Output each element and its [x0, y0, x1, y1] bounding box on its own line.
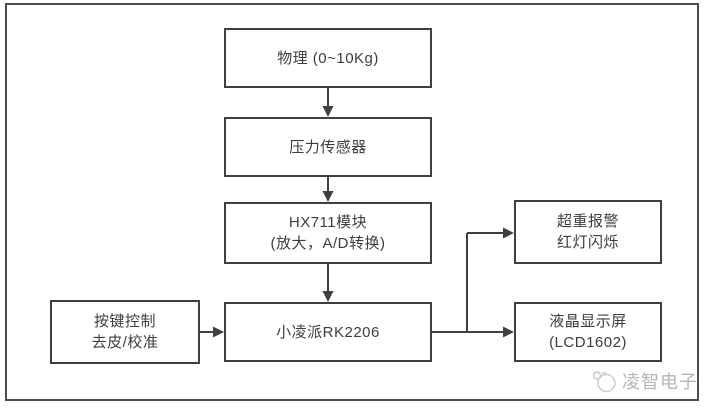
box-overweight-alarm-label-line2: 红灯闪烁 [556, 234, 619, 251]
box-lcd-display: 液晶显示屏 (LCD1602) [514, 302, 662, 362]
box-rk2206-board-label: 小凌派RK2206 [276, 323, 380, 341]
box-key-control-label-line1: 按键控制 [93, 313, 156, 330]
connector-pressure-to-hx711 [322, 177, 334, 202]
box-lcd-display-label-line2: (LCD1602) [549, 334, 627, 351]
brand-watermark-text: 凌智电子 [622, 372, 698, 392]
box-physical-input: 物理 (0~10Kg) [224, 28, 432, 88]
box-overweight-alarm: 超重报警 红灯闪烁 [514, 200, 662, 264]
connector-keys-to-rk2206 [200, 326, 224, 338]
box-lcd-display-label-line1: 液晶显示屏 [549, 313, 627, 330]
connector-physical-to-pressure [322, 88, 334, 117]
box-physical-input-label: 物理 (0~10Kg) [277, 49, 379, 67]
box-hx711-module: HX711模块 (放大，A/D转换) [224, 202, 432, 264]
box-overweight-alarm-label-line1: 超重报警 [556, 213, 619, 230]
brand-watermark: 凌智电子 [592, 368, 698, 394]
box-pressure-sensor-label: 压力传感器 [289, 138, 367, 156]
box-hx711-module-label-line1: HX711模块 [288, 214, 368, 231]
box-hx711-module-label-line2: (放大，A/D转换) [270, 235, 386, 252]
box-key-control: 按键控制 去皮/校准 [50, 300, 200, 364]
connector-rk2206-to-alarm [466, 227, 514, 333]
connector-hx711-to-rk2206 [322, 264, 334, 302]
box-rk2206-board: 小凌派RK2206 [224, 302, 432, 362]
box-pressure-sensor: 压力传感器 [224, 117, 432, 177]
connector-rk2206-to-lcd [432, 326, 514, 338]
lingzhi-logo-icon [592, 369, 618, 394]
box-key-control-label-line2: 去皮/校准 [91, 334, 159, 351]
